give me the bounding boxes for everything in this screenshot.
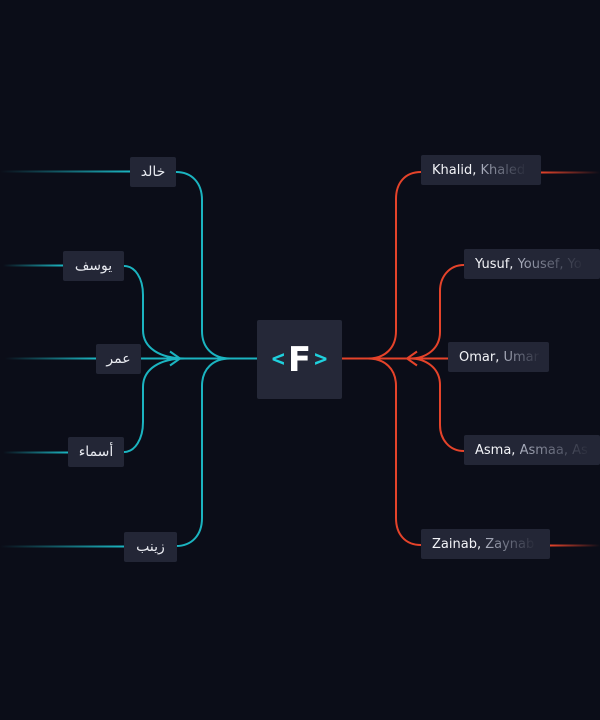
tail-zainab-ar: [0, 545, 124, 548]
name-node-ar: يوسف: [63, 251, 124, 281]
name-primary: Omar,: [459, 349, 500, 365]
logo-right-bracket: >: [314, 347, 328, 372]
right-junction-mark: [405, 350, 418, 367]
name-primary: Khalid,: [432, 162, 477, 178]
name-node-en: Omar, Umar: [448, 342, 549, 372]
logo-node: < F >: [257, 320, 342, 399]
name-variants: Yousef, Yo: [517, 256, 582, 272]
tail-asma-ar: [3, 451, 68, 454]
tail-yusuf-ar: [3, 264, 63, 267]
name-node-en: Khalid, Khaled: [421, 155, 541, 185]
name-node-ar: عمر: [96, 344, 141, 374]
name-variants: Asmaa, As: [519, 442, 588, 458]
logo-left-bracket: <: [271, 347, 285, 372]
tail-zainab-en: [550, 544, 600, 547]
name-node-en: Asma, Asmaa, As: [464, 435, 600, 465]
tail-omar-ar: [5, 357, 96, 360]
name-variants: Khaled: [480, 162, 526, 178]
name-node-ar: خالد: [130, 157, 176, 187]
tail-khalid-ar: [0, 170, 130, 173]
tail-khalid-en: [541, 171, 600, 174]
name-node-ar: أسماء: [68, 437, 124, 467]
left-branches: [123, 171, 257, 547]
left-junction-mark: [169, 350, 182, 367]
name-variants: Zaynab: [485, 536, 535, 552]
name-primary: Asma,: [475, 442, 516, 458]
right-branches: [342, 171, 465, 546]
name-variants: Umar: [503, 349, 539, 365]
name-primary: Yusuf,: [475, 256, 514, 272]
name-node-en: Zainab, Zaynab: [421, 529, 550, 559]
name-node-ar: زينب: [124, 532, 177, 562]
name-node-en: Yusuf, Yousef, Yo: [464, 249, 600, 279]
name-primary: Zainab,: [432, 536, 482, 552]
logo-letter: F: [287, 339, 312, 380]
